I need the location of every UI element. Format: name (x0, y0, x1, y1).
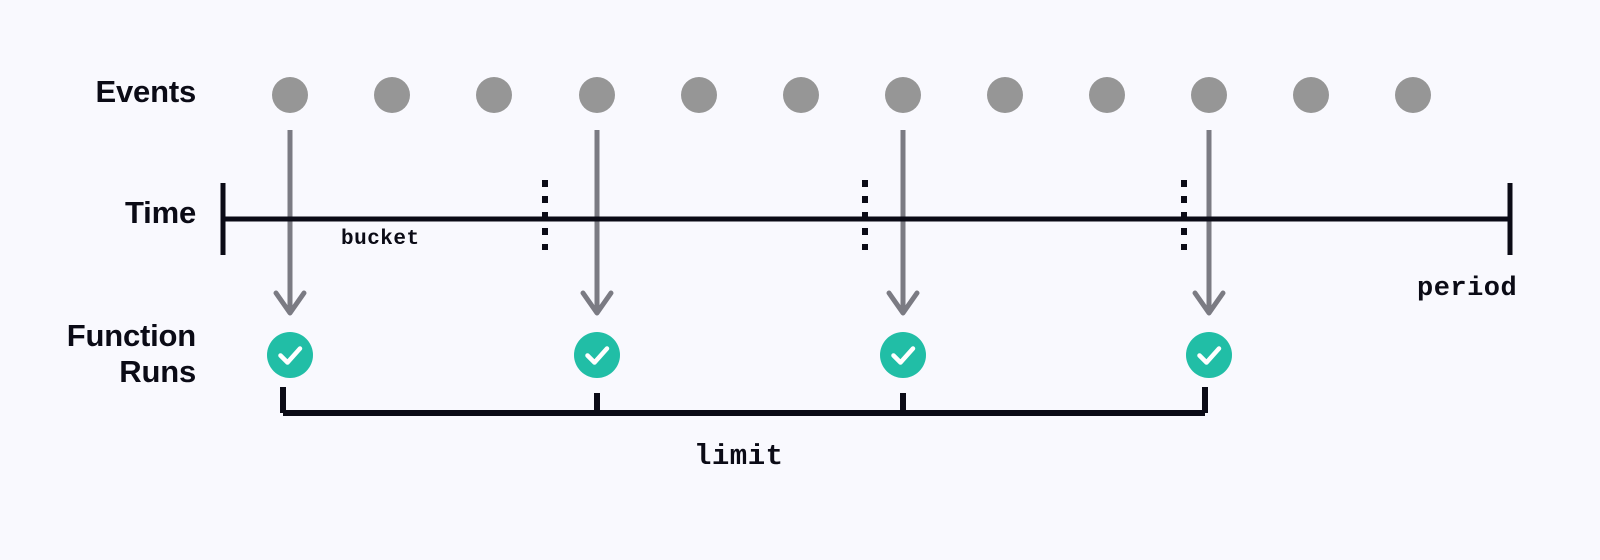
event-dot (476, 77, 512, 113)
event-dot (681, 77, 717, 113)
event-dot (374, 77, 410, 113)
row-label-events: Events (95, 74, 197, 109)
function-run-markers-group (267, 332, 1232, 378)
event-dots-group (272, 77, 1431, 113)
arrow-head (1192, 290, 1226, 316)
event-dot (987, 77, 1023, 113)
event-dot (1293, 77, 1329, 113)
check-icon (891, 346, 916, 365)
row-label-function-runs: Function Runs (66, 318, 196, 389)
limit-label: limit (694, 440, 784, 473)
check-icon (1197, 346, 1222, 365)
arrow-head (273, 290, 307, 316)
bucket-label: bucket (341, 228, 420, 251)
arrow-head (580, 290, 614, 316)
function-run-circle (1186, 332, 1232, 378)
timeline-axis-group (220, 180, 1513, 255)
event-dot (783, 77, 819, 113)
limit-bracket-group (280, 387, 1208, 416)
event-dot (1089, 77, 1125, 113)
row-label-time: Time (125, 195, 196, 230)
event-dot (1395, 77, 1431, 113)
check-icon (278, 346, 303, 365)
event-dot (1191, 77, 1227, 113)
event-dot (272, 77, 308, 113)
period-label: period (1417, 274, 1518, 304)
function-run-circle (267, 332, 313, 378)
check-icon (585, 346, 610, 365)
event-dot (885, 77, 921, 113)
function-run-circle (574, 332, 620, 378)
function-run-circle (880, 332, 926, 378)
event-dot (579, 77, 615, 113)
arrow-head (886, 290, 920, 316)
